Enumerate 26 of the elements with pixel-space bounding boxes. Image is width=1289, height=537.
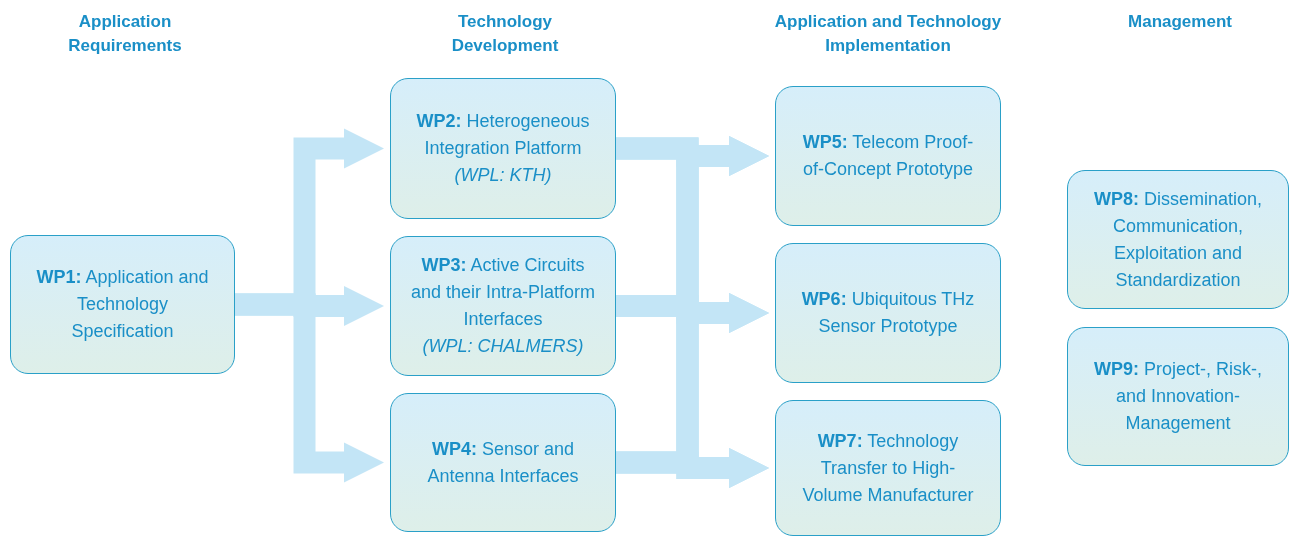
- work-package-title: WP3: Active Circuits and their Intra-Platform Interfaces: [409, 254, 597, 331]
- column-heading: Application Requirements: [67, 11, 183, 57]
- work-package-title: WP5: Telecom Proof-of-Concept Prototype: [801, 131, 975, 181]
- work-package-box: [10, 235, 235, 374]
- work-package-title: WP9: Project-, Risk-, and Innovation-Management: [1093, 358, 1263, 435]
- block-arrow: [235, 293, 384, 483]
- work-package-box: [390, 236, 616, 376]
- column-heading: Management: [1127, 11, 1233, 33]
- work-package-title: WP4: Sensor and Antenna Interfaces: [426, 437, 580, 488]
- work-package-box: [775, 86, 1001, 226]
- work-package-title: WP8: Dissemination, Communication, Exploitation and Standardization: [1092, 187, 1263, 292]
- work-package-title: WP1: Application and Technology Specification: [35, 266, 210, 343]
- work-package-box: [775, 243, 1001, 383]
- work-package-title: WP7: Technology Transfer to High-Volume Manufacturer: [801, 429, 975, 507]
- block-arrow: [616, 448, 769, 488]
- column-heading: Application and Technology Implementation: [773, 11, 1003, 57]
- work-package-title: WP6: Ubiquitous THz Sensor Prototype: [800, 288, 976, 338]
- work-package-box: [1067, 327, 1289, 466]
- work-package-title: WP2: Heterogeneous Integration Platform: [415, 110, 591, 160]
- work-package-box: [390, 393, 616, 532]
- column-heading: Technology Development: [450, 11, 560, 57]
- work-package-box: [775, 400, 1001, 536]
- work-package-box: [1067, 170, 1289, 309]
- leader-note: (WPL: CHALMERS): [422, 335, 584, 358]
- leader-note: (WPL: KTH): [454, 164, 552, 187]
- work-package-box: [390, 78, 616, 219]
